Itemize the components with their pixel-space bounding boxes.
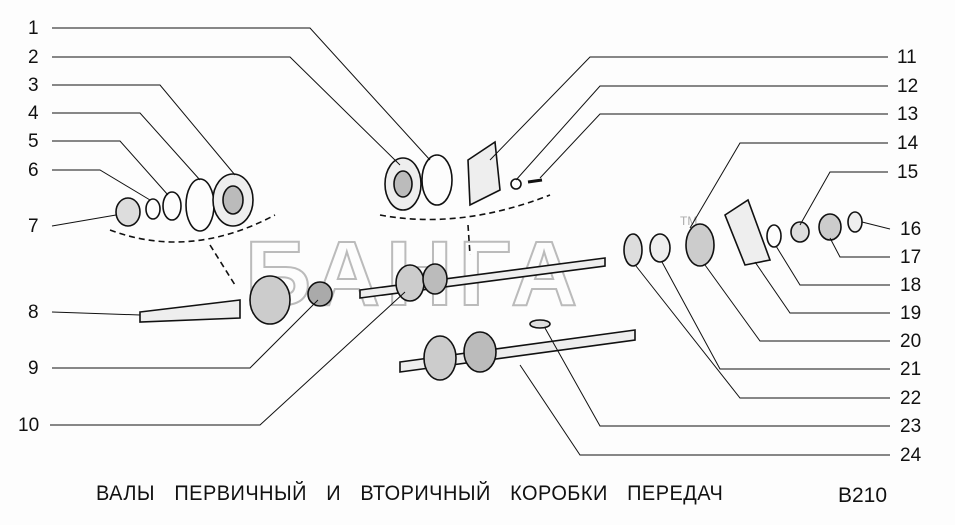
washer-12 [510,178,522,190]
leader-line-12 [515,85,888,181]
callout-10: 10 [18,415,39,436]
leader-line-19 [754,261,890,314]
caption: ВАЛЫ ПЕРВИЧНЫЙ И ВТОРИЧНЫЙ КОРОБКИ ПЕРЕД… [96,482,724,505]
leader-line-4 [52,112,201,181]
leader-line-16 [861,221,891,230]
leader-line-17 [829,237,890,258]
callout-21: 21 [900,359,921,380]
callout-9: 9 [28,358,39,379]
snap-ring-2 [421,154,453,206]
callout-18: 18 [900,275,921,296]
key-23 [529,319,551,329]
part-15 [818,213,842,241]
leader-line-18 [775,245,890,286]
leader-line-11 [489,56,888,161]
callout-24: 24 [900,445,922,466]
leader-line-8 [51,311,141,316]
leader-line-24 [519,364,890,456]
leader-line-15 [799,171,888,226]
callout-13: 13 [897,104,918,125]
ring-6 [145,198,161,220]
leader-line-22 [635,265,890,399]
part-22 [623,233,643,267]
callout-4: 4 [28,103,39,124]
callout-12: 12 [897,76,918,97]
leader-line-20 [704,264,890,342]
flange-19 [724,198,772,266]
leader-line-7 [51,214,117,227]
callout-17: 17 [900,247,921,268]
leader-line-9 [52,299,319,369]
callout-22: 22 [900,388,921,409]
input-shaft-8 [139,299,241,323]
callout-23: 23 [900,416,921,437]
callout-2: 2 [28,47,39,68]
snap-ring-4 [185,178,215,232]
bolt-13 [527,178,543,184]
output-shaft [399,329,636,373]
callout-19: 19 [900,303,921,324]
ring-18 [766,224,782,248]
callout-20: 20 [900,331,921,352]
leader-line-2 [52,56,401,166]
part-21 [649,233,671,263]
callout-1: 1 [28,18,39,39]
part-16 [847,211,863,233]
washer-5 [162,191,182,221]
callout-16: 16 [900,219,921,240]
leader-line-10 [50,291,406,426]
part-17 [790,221,810,243]
leader-line-23 [544,327,890,427]
seal-7 [115,197,141,227]
plate-11 [467,140,501,207]
watermark-trademark: TM [680,214,697,228]
leader-line-5 [52,140,169,196]
callout-11: 11 [897,47,917,68]
callout-3: 3 [28,75,39,96]
figure-code: B210 [838,484,888,507]
callout-15: 15 [897,162,918,183]
leader-line-21 [661,261,890,370]
bearing-20 [685,223,715,267]
callout-7: 7 [28,216,39,237]
leader-line-6 [52,169,151,201]
leader-line-14 [689,142,888,229]
callout-6: 6 [28,160,39,181]
needle-bearing-9 [307,281,333,307]
leader-line-3 [52,84,236,176]
callout-8: 8 [28,302,39,323]
callout-14: 14 [897,133,919,154]
leader-line-13 [539,113,888,179]
leader-line-1 [52,27,431,161]
callout-5: 5 [28,131,39,152]
parts [109,140,863,381]
gear-10 [395,264,425,302]
